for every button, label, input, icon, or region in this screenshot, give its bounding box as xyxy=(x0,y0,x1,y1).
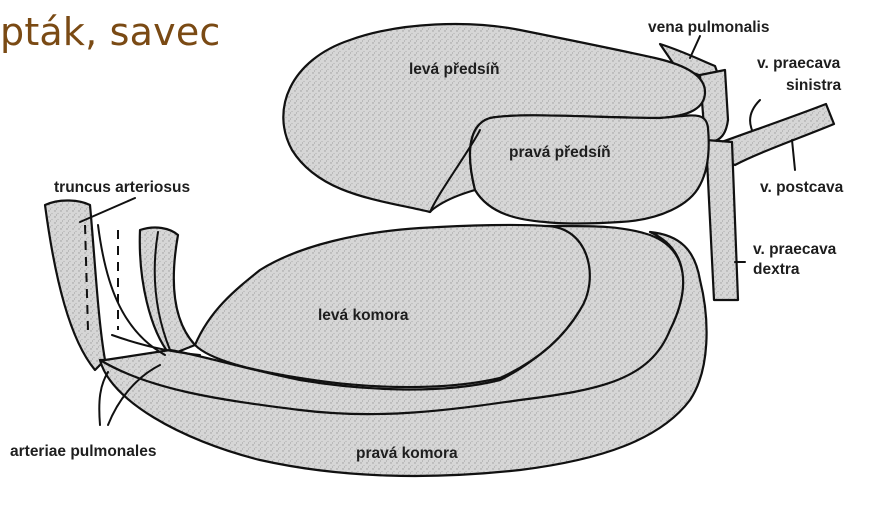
leader-praecava-sin xyxy=(750,100,760,130)
label-leva-predsin: levá předsíň xyxy=(409,61,499,78)
leader-arteriae-1 xyxy=(99,372,108,425)
label-v-praecava-dextra-1: v. praecava xyxy=(753,241,837,258)
truncus-arteriosus-vessel-2 xyxy=(140,228,195,355)
v-praecava-dextra-vessel xyxy=(706,140,738,300)
label-v-praecava-sinistra-1: v. praecava xyxy=(757,55,841,72)
label-truncus-arteriosus: truncus arteriosus xyxy=(54,179,190,196)
label-prava-predsin: pravá předsíň xyxy=(509,144,611,161)
label-prava-komora: pravá komora xyxy=(356,445,458,462)
leader-postcava xyxy=(792,140,795,170)
truncus-arteriosus-vessel xyxy=(45,200,105,370)
label-v-praecava-sinistra-2: sinistra xyxy=(786,77,842,94)
right-atrium xyxy=(470,115,709,223)
label-vena-pulmonalis: vena pulmonalis xyxy=(648,19,769,36)
label-leva-komora: levá komora xyxy=(318,307,409,324)
label-v-postcava: v. postcava xyxy=(760,179,844,196)
leader-vena-pulmonalis xyxy=(690,36,700,58)
label-v-praecava-dextra-2: dextra xyxy=(753,261,800,278)
label-arteriae-pulmonales: arteriae pulmonales xyxy=(10,443,156,460)
